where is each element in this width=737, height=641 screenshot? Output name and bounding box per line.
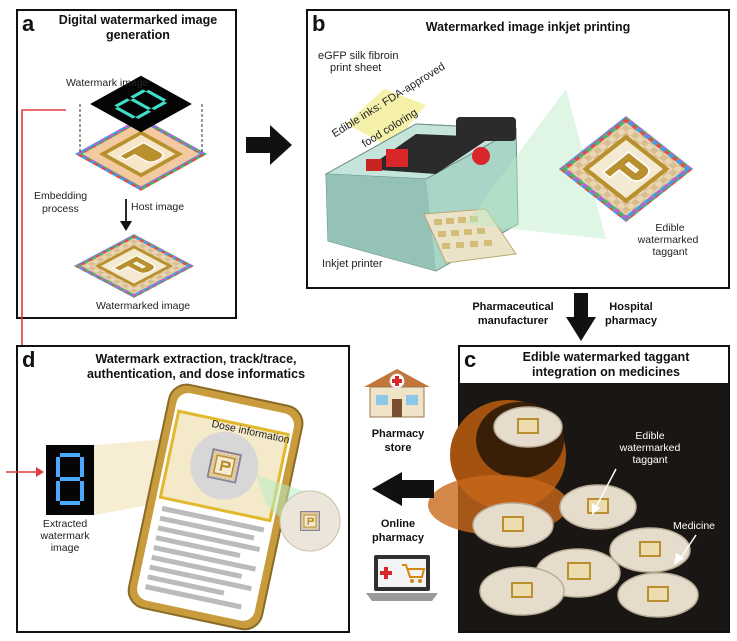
manufacturer-label-line1: Pharmaceutical xyxy=(472,301,554,313)
printed-taggant-label-line3: taggant xyxy=(652,246,688,258)
panel-d-title-line1: Watermark extraction, track/trace, xyxy=(95,352,297,366)
panel-d-title-line2: authentication, and dose informatics xyxy=(86,367,306,381)
online-pharmacy-laptop-icon xyxy=(366,555,438,601)
panel-a-title-line2: generation xyxy=(106,28,170,42)
watermark-image-label: Watermark image xyxy=(66,77,149,89)
watermarked-image xyxy=(74,234,194,298)
panel-c-graphic xyxy=(428,347,728,618)
panel-a-letter: a xyxy=(22,11,35,36)
panel-c-letter: c xyxy=(464,347,477,372)
extracted-label-line2: watermark xyxy=(40,530,90,542)
printer-label: Inkjet printer xyxy=(322,258,383,270)
panel-b-letter: b xyxy=(312,11,326,36)
pill-taggant-label-line3: taggant xyxy=(632,454,668,466)
panel-d-letter: d xyxy=(22,347,36,372)
manufacturer-label-line2: manufacturer xyxy=(477,315,549,327)
panel-c-title-line2: integration on medicines xyxy=(532,365,680,379)
sheet-label-line2: print sheet xyxy=(330,62,382,74)
arrow-b-to-c xyxy=(566,293,596,341)
extracted-label-line3: image xyxy=(50,542,80,554)
online-label-line2: pharmacy xyxy=(372,532,424,544)
embedding-label-line2: process xyxy=(42,203,79,215)
medicine-label: Medicine xyxy=(673,520,716,532)
hospital-label-line1: Hospital xyxy=(609,301,653,313)
panel-d-graphic xyxy=(6,383,341,631)
printed-taggant-label-line1: Edible xyxy=(655,222,685,234)
pill-taggant-label-line1: Edible xyxy=(635,430,665,442)
printed-taggant-label-line2: watermarked xyxy=(637,234,699,246)
online-label-line1: Online xyxy=(380,518,416,530)
arrow-c-to-d xyxy=(372,472,434,506)
sheet-label-line1: eGFP silk fibroin xyxy=(318,50,399,62)
pharmacy-store-icon xyxy=(364,369,430,418)
panel-b-title: Watermarked image inkjet printing xyxy=(425,20,631,34)
store-label-line1: Pharmacy xyxy=(371,428,425,440)
arrow-a-to-b xyxy=(246,125,292,165)
panel-b-graphic xyxy=(324,89,730,272)
panel-a-graphic xyxy=(21,75,208,481)
panel-a-title-line1: Digital watermarked image xyxy=(58,13,218,27)
pill-taggant-label-line2: watermarked xyxy=(619,442,681,454)
watermarked-image-label: Watermarked image xyxy=(96,300,191,312)
embedding-label-line1: Embedding xyxy=(34,190,88,202)
hospital-label-line2: pharmacy xyxy=(605,315,657,327)
store-label-line2: store xyxy=(384,442,412,454)
host-image-label: Host image xyxy=(131,201,185,213)
panel-c-title-line1: Edible watermarked taggant xyxy=(522,350,690,364)
extracted-label-line1: Extracted xyxy=(42,518,88,530)
